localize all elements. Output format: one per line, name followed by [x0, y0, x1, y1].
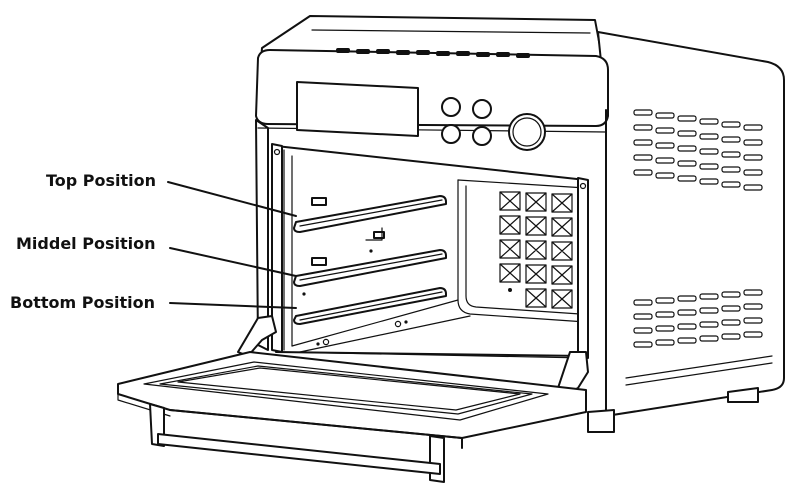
control-button [472, 99, 492, 119]
hinge-left [237, 315, 277, 357]
rack-slot-middle [293, 227, 447, 296]
oven-door [117, 315, 589, 483]
leader-middle [169, 247, 297, 277]
control-panel [296, 81, 546, 151]
rack-slots [293, 195, 447, 346]
door-frame [271, 143, 589, 359]
top-vents [336, 48, 530, 58]
side-vents [625, 109, 773, 386]
leader-lines [167, 181, 297, 309]
door-handle [157, 433, 441, 475]
rack-slot-top [293, 195, 447, 233]
control-button [441, 97, 461, 117]
label-bottom-position: Bottom Position [10, 293, 155, 312]
control-button [441, 124, 461, 144]
label-top-position: Top Position [46, 171, 156, 190]
handle-right [429, 435, 445, 483]
leader-top [167, 181, 297, 217]
leader-bottom [169, 302, 297, 309]
label-middle-position: Middel Position [16, 234, 155, 253]
heating-grid [499, 191, 573, 309]
rack-slot-bottom [293, 287, 447, 346]
control-button [472, 126, 492, 146]
display-window [296, 81, 419, 137]
control-knob [508, 113, 546, 151]
